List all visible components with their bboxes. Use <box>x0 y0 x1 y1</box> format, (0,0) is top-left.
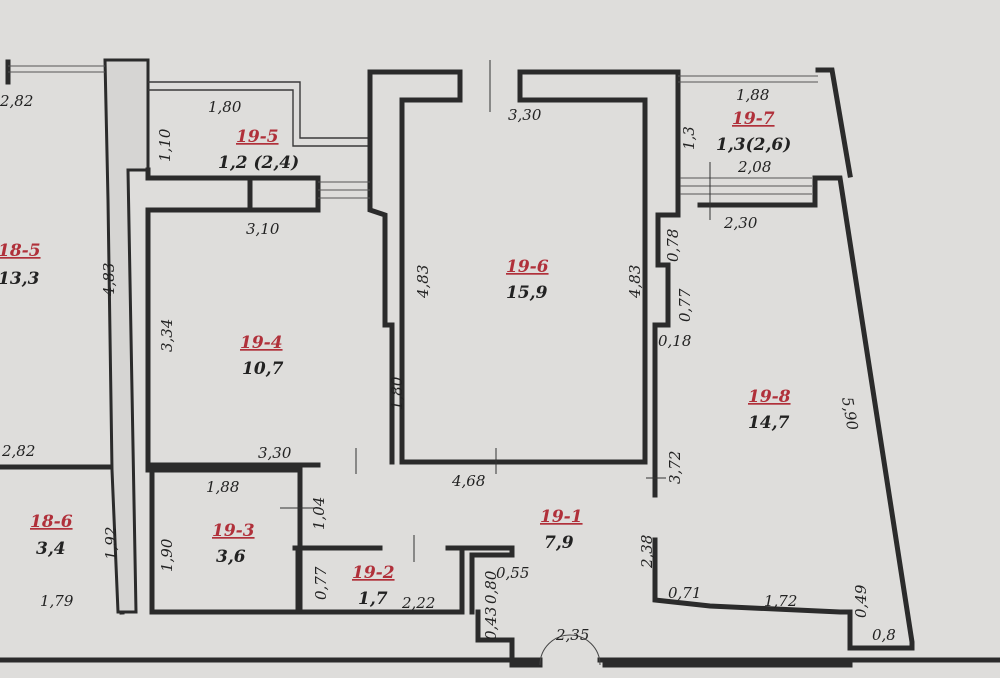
dim-1-79: 1,79 <box>40 592 74 610</box>
dim-1-80-vert: 1,80 <box>388 376 406 410</box>
dim-1-72: 1,72 <box>764 592 797 610</box>
dim-1-90: 1,90 <box>158 538 176 572</box>
dim-0-8: 0,8 <box>872 626 896 644</box>
room-area-19-4: 10,7 <box>242 359 284 379</box>
room-id-19-2: 19-2 <box>352 563 395 583</box>
dim-1-04: 1,04 <box>310 497 328 530</box>
room-area-19-6: 15,9 <box>506 283 548 303</box>
dim-0-55: 0,55 <box>496 564 529 582</box>
dim-2-22: 2,22 <box>401 594 435 612</box>
dim-0-80: 0,80 <box>482 570 500 604</box>
room-id-19-3: 19-3 <box>212 521 255 541</box>
walls-main <box>0 67 1000 668</box>
dim-0-77-right: 0,77 <box>676 288 694 322</box>
dim-3-72: 3,72 <box>666 451 684 484</box>
dim-1-10: 1,10 <box>156 128 174 162</box>
room-area-19-3: 3,6 <box>216 547 246 567</box>
room-id-19-7: 19-7 <box>732 109 775 129</box>
dim-2-82-mid: 2,82 <box>1 442 35 460</box>
dim-4-83-b: 4,83 <box>626 265 644 299</box>
room-area-19-8: 14,7 <box>748 413 790 433</box>
dim-3-30-top: 3,30 <box>508 106 542 124</box>
room-id-18-6: 18-6 <box>30 512 73 532</box>
dim-4-83-a: 4,83 <box>414 265 432 299</box>
room-area-19-2: 1,7 <box>358 589 388 609</box>
dim-2-38: 2,38 <box>638 535 656 569</box>
dim-2-35: 2,35 <box>555 626 589 644</box>
dim-3-10: 3,10 <box>246 220 280 238</box>
dim-2-82-top: 2,82 <box>0 92 33 110</box>
dim-3-34: 3,34 <box>158 319 176 352</box>
dim-1-92: 1,92 <box>102 527 120 560</box>
dim-1-88-bottom: 1,88 <box>206 478 239 496</box>
dim-4-68: 4,68 <box>451 472 485 490</box>
dim-4-83-left: 4,83 <box>100 263 118 297</box>
dim-1-3: 1,3 <box>680 126 698 150</box>
door-ticks <box>280 60 711 666</box>
room-area-18-6: 3,4 <box>36 539 66 559</box>
balcony-19-5-outline <box>148 81 372 147</box>
dim-2-30: 2,30 <box>723 214 758 232</box>
dim-5-90: 5,90 <box>838 396 862 432</box>
dim-3-30-bottom: 3,30 <box>258 444 292 462</box>
room-id-18-5: 18-5 <box>0 241 41 261</box>
room-id-19-5: 19-5 <box>236 127 279 147</box>
room-id-19-6: 19-6 <box>506 257 549 277</box>
room-area-19-1: 7,9 <box>544 533 574 553</box>
room-id-19-8: 19-8 <box>748 387 791 407</box>
windows <box>8 65 818 199</box>
room-id-19-1: 19-1 <box>540 507 583 527</box>
dim-1-88-top: 1,88 <box>736 86 769 104</box>
dim-0-71: 0,71 <box>668 584 701 602</box>
dimension-labels: 2,82 2,82 1,79 1,92 4,83 1,80 1,10 3,10 … <box>0 86 896 644</box>
room-area-18-5: 13,3 <box>0 269 40 289</box>
dim-0-49: 0,49 <box>852 584 870 618</box>
room-id-19-4: 19-4 <box>240 333 283 353</box>
dim-1-80-balcony: 1,80 <box>208 98 242 116</box>
room-area-19-7: 1,3(2,6) <box>716 135 791 155</box>
dim-0-77-left: 0,77 <box>312 566 330 600</box>
room-area-19-5: 1,2 (2,4) <box>218 153 299 173</box>
dim-0-78: 0,78 <box>664 229 682 262</box>
dim-0-43: 0,43 <box>482 607 500 640</box>
dim-2-08: 2,08 <box>737 158 771 176</box>
party-wall <box>103 58 150 614</box>
dim-0-18: 0,18 <box>658 332 691 350</box>
room-labels: 18-5 13,3 18-6 3,4 19-5 1,2 (2,4) 19-4 1… <box>0 109 791 609</box>
